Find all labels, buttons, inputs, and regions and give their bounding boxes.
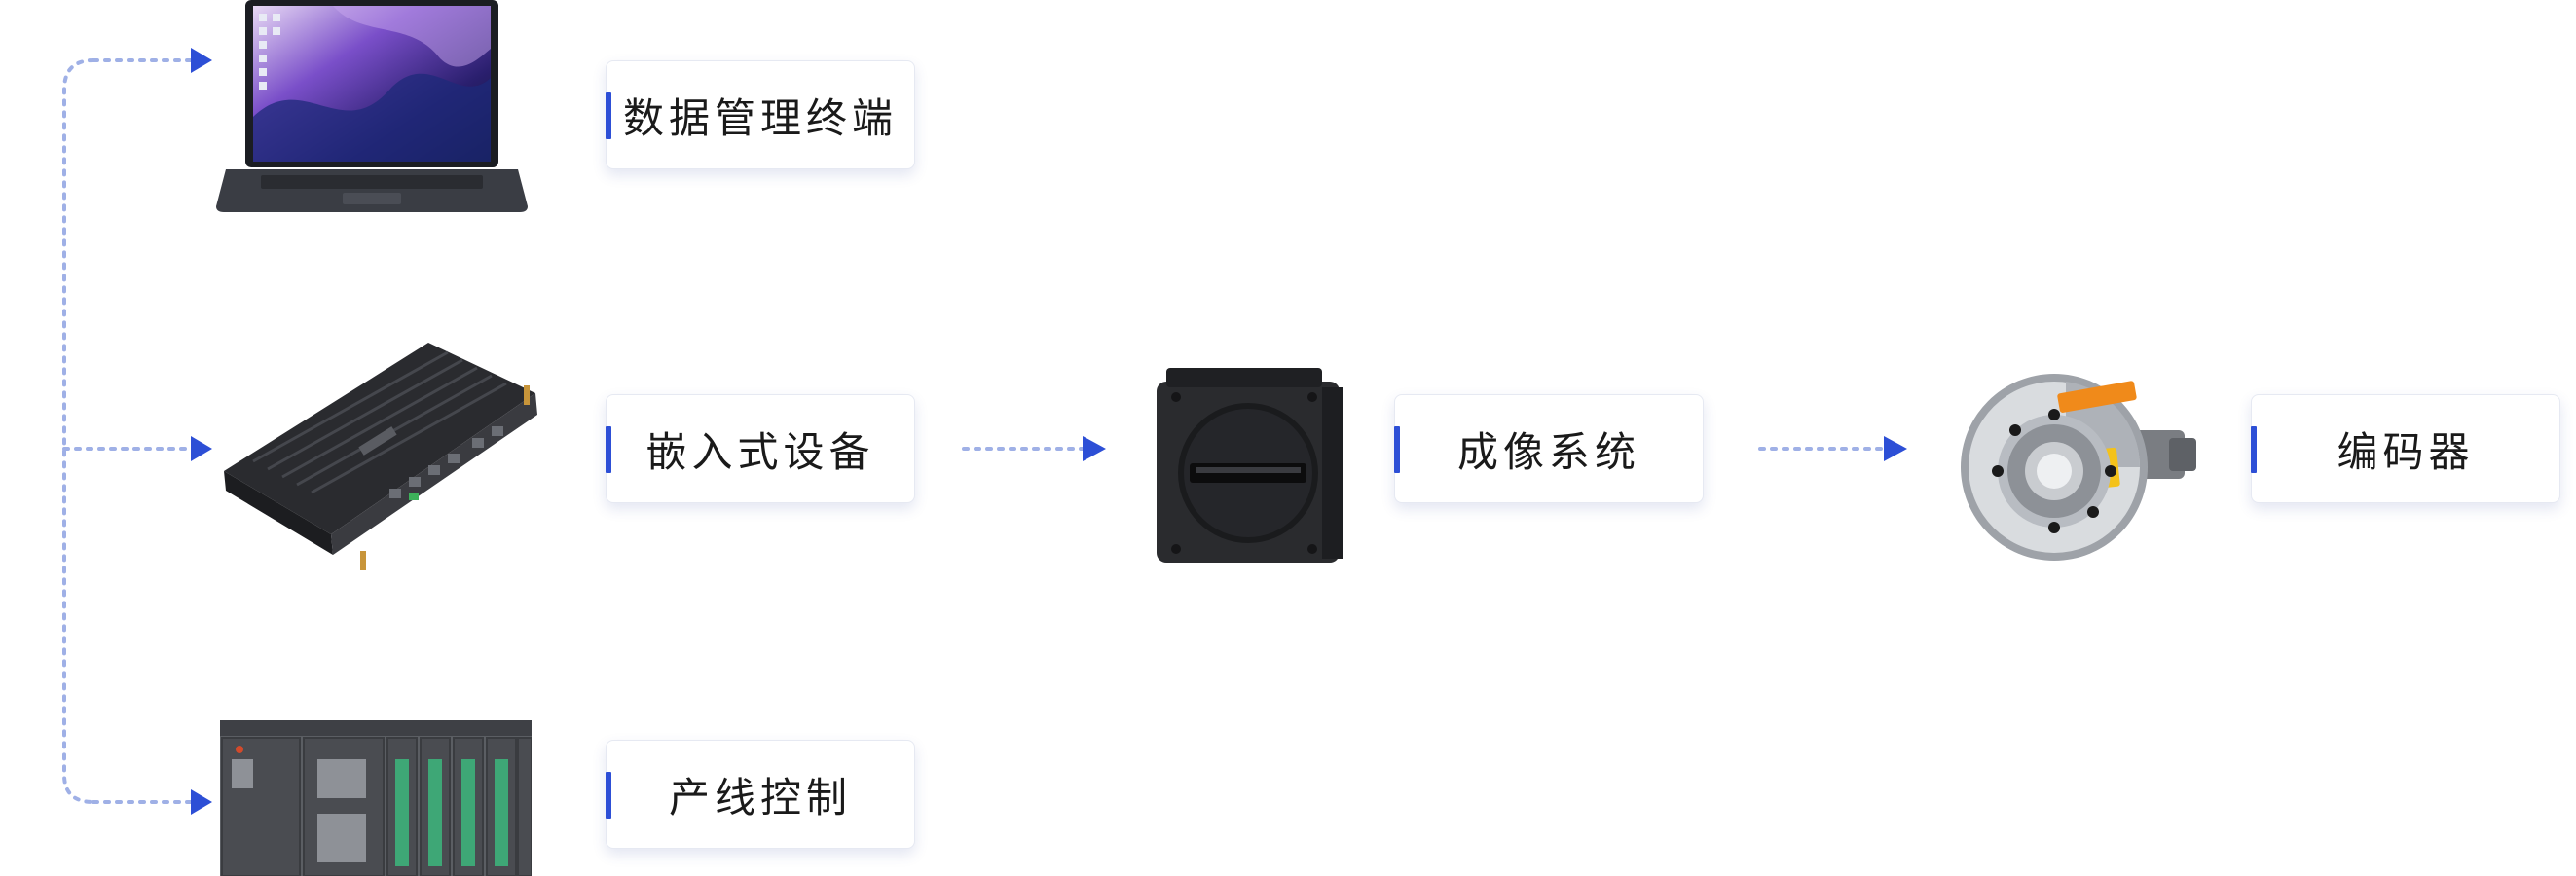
trunk-vertical-line xyxy=(62,58,95,804)
node-imaging-system-label: 成像系统 xyxy=(1456,427,1640,476)
laptop-icon xyxy=(216,0,528,212)
line-scan-camera-icon xyxy=(1157,368,1343,563)
node-data-terminal-label: 数据管理终端 xyxy=(622,93,898,142)
node-data-terminal: 数据管理终端 xyxy=(606,60,915,169)
plc-rack-icon xyxy=(220,720,532,876)
node-imaging-system: 成像系统 xyxy=(1394,394,1704,503)
node-embedded-device-label: 嵌入式设备 xyxy=(645,427,875,476)
arrow-to-laptop-icon xyxy=(191,48,212,73)
node-line-control-label: 产线控制 xyxy=(668,773,852,821)
arrow-to-encoder-icon xyxy=(1884,436,1907,461)
node-encoder: 编码器 xyxy=(2251,394,2560,503)
arrow-to-embedded-icon xyxy=(191,436,212,461)
node-embedded-device: 嵌入式设备 xyxy=(606,394,915,503)
arrow-to-camera-icon xyxy=(1083,436,1106,461)
rotary-encoder-icon xyxy=(1961,374,2196,561)
node-encoder-label: 编码器 xyxy=(2337,427,2475,476)
node-line-control: 产线控制 xyxy=(606,740,915,849)
arrow-to-plc-icon xyxy=(191,789,212,815)
embedded-box-icon xyxy=(224,343,537,570)
